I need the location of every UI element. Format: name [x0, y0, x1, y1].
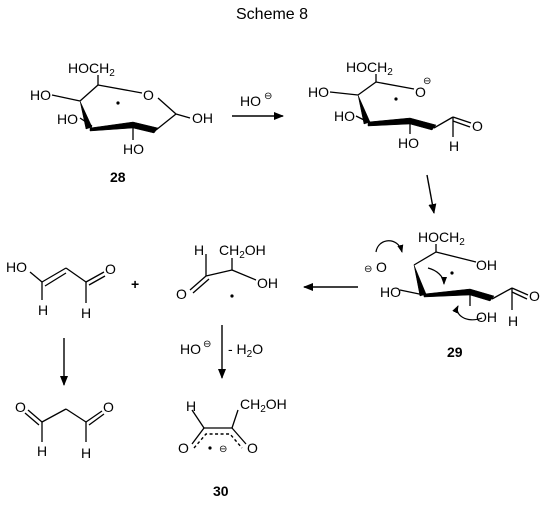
c28-oh-right: OH	[192, 110, 213, 126]
open-hoch2-label: HOCH2	[346, 59, 393, 78]
open-ho-mid: HO	[334, 108, 355, 124]
plus-sign: +	[131, 276, 139, 292]
charge-minus-5: ⊖	[219, 444, 227, 455]
charge-minus-2: ⊖	[423, 76, 431, 87]
open-aldehyde-oxygen: O	[472, 118, 483, 134]
reagent-loss-water: - H2O	[228, 341, 263, 360]
arrow-to-29	[426, 174, 437, 214]
arrow-ring-opening: HO ⊖	[232, 91, 284, 120]
c29-aldehyde-oxygen: O	[529, 288, 540, 304]
c28-hoch2-label: HOCH2	[68, 60, 115, 79]
open-alkoxide-oxygen: O	[415, 84, 426, 100]
malon-o-left: O	[15, 399, 26, 415]
malon-h-right: H	[81, 445, 91, 461]
fragment-ch2oh: CH2OH	[219, 242, 266, 261]
compound-30: H CH2OH O ⊖ O 30	[178, 396, 287, 499]
c29-oh-bottom: OH	[476, 309, 497, 325]
c29-alkoxide-oxygen: O	[376, 259, 387, 275]
compound-29: HOCH2 ⊖ O OH HO OH O H 29	[364, 229, 540, 360]
open-aldehyde-h: H	[449, 138, 459, 154]
c29-aldehyde-h: H	[508, 313, 518, 329]
c28-ho-left: HO	[30, 87, 51, 103]
charge-minus-3: ⊖	[364, 264, 372, 275]
arrow-dehydration: HO ⊖ - H2O	[180, 325, 263, 379]
open-ho-bottom: HO	[398, 135, 419, 151]
enol-ho: HO	[6, 259, 27, 275]
charge-minus-4: ⊖	[203, 339, 211, 350]
fragment-oh: OH	[257, 275, 278, 291]
enol-h-right: H	[81, 305, 91, 321]
fragment-o: O	[176, 286, 187, 302]
reagent-hydroxide-1: HO	[240, 93, 261, 109]
malon-o-right: O	[103, 399, 114, 415]
c30-o-right: O	[247, 440, 258, 456]
c28-ho-mid: HO	[57, 111, 78, 127]
c28-ho-bottom: HO	[123, 141, 144, 157]
compound-number-28: 28	[110, 169, 126, 185]
c30-o-left: O	[178, 440, 189, 456]
charge-minus-1: ⊖	[264, 91, 272, 102]
reagent-hydroxide-2: HO	[180, 341, 201, 357]
compound-number-30: 30	[213, 483, 229, 499]
scheme-title: Scheme 8	[236, 6, 308, 23]
compound-fragment: H CH2OH OH O	[176, 242, 278, 302]
c30-ch2oh: CH2OH	[240, 396, 287, 415]
open-ho-left: HO	[308, 84, 329, 100]
compound-28: HOCH2 O HO HO HO OH 28	[30, 60, 213, 185]
c28-ring-oxygen: O	[143, 87, 154, 103]
c29-hoch2-label: HOCH2	[418, 229, 465, 248]
c29-ho-left: HO	[380, 284, 401, 300]
compound-number-29: 29	[447, 344, 463, 360]
malon-h-left: H	[37, 443, 47, 459]
compound-malondialdehyde: O O H H	[15, 399, 114, 461]
compound-enol: HO H H O	[6, 259, 116, 321]
c30-h: H	[186, 398, 196, 414]
enol-o: O	[105, 261, 116, 277]
compound-open-chain: HOCH2 O ⊖ HO HO HO O H	[308, 59, 483, 154]
fragment-h: H	[194, 242, 204, 258]
c29-oh-top: OH	[476, 257, 497, 273]
enol-h-left: H	[38, 302, 48, 318]
